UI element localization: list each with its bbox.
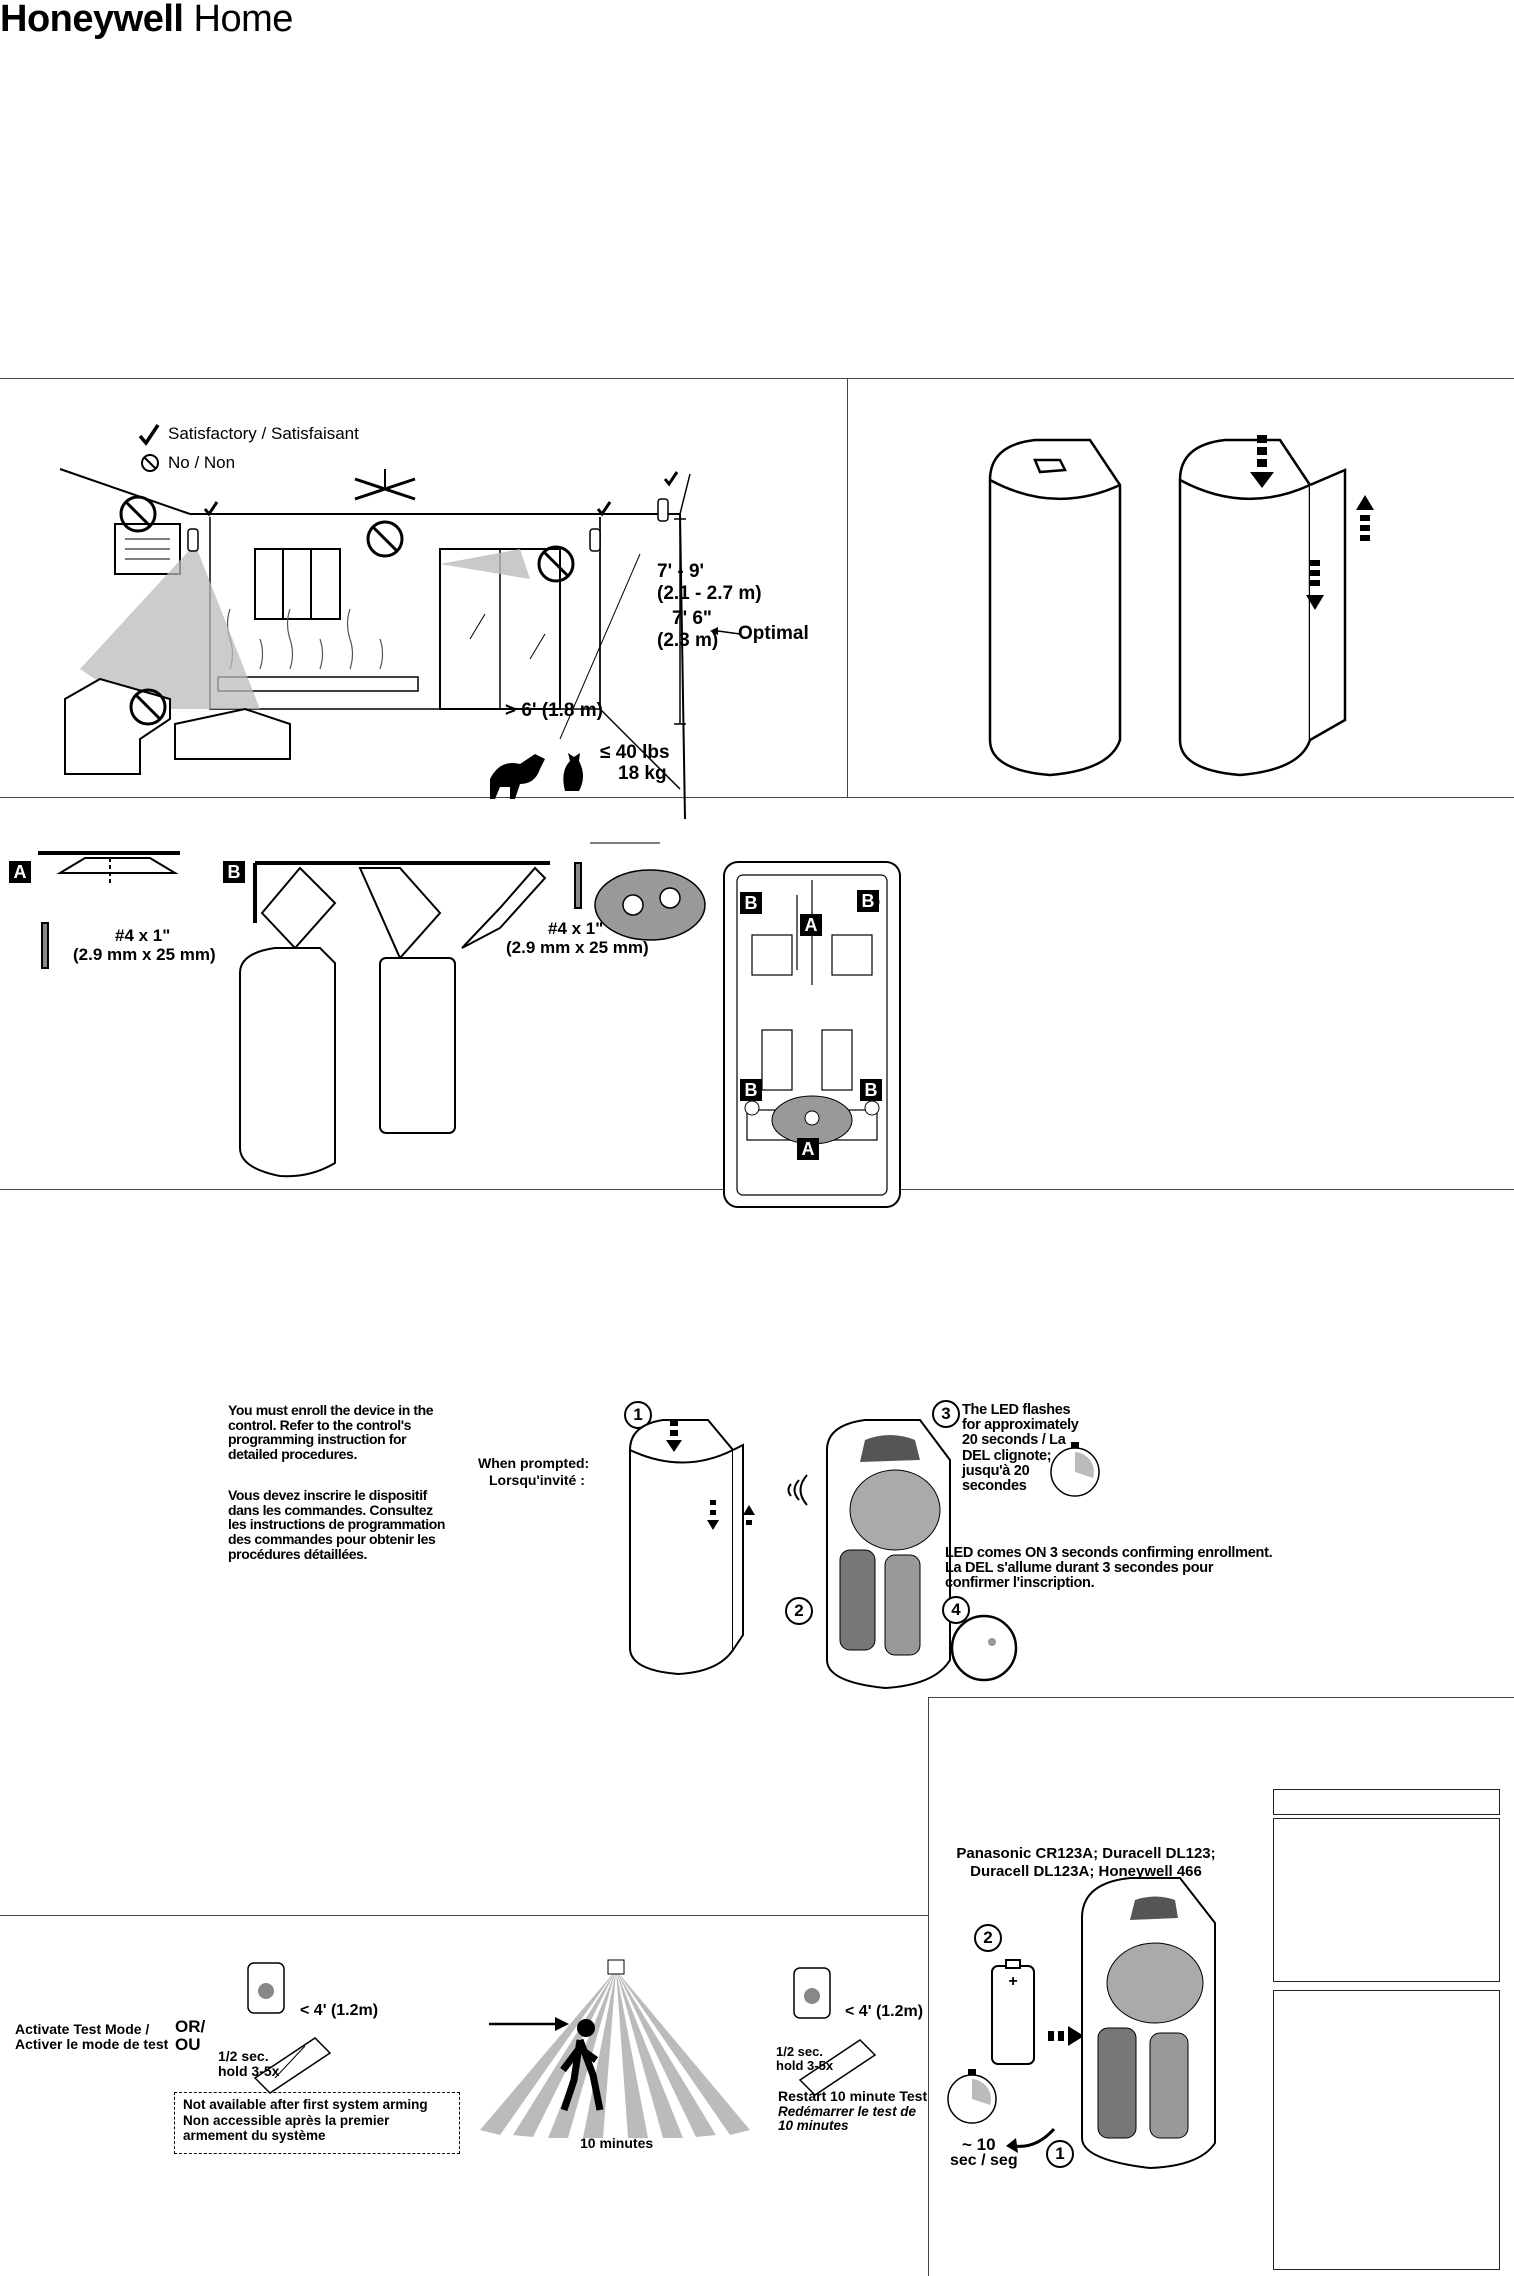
activate-test-text: Activate Test Mode / Activer le mode de … — [15, 2021, 169, 2052]
test-sensor-small-2 — [793, 1967, 831, 2019]
check-icon — [138, 424, 160, 446]
screw-b-size: #4 x 1" — [548, 919, 604, 938]
enroll-text-en: You must enroll the device in the contro… — [228, 1402, 434, 1463]
screw-b-mm: (2.9 mm x 25 mm) — [506, 938, 649, 957]
legend-ok-label: Satisfactory / Satisfaisant — [168, 424, 359, 443]
placement-diagram: Satisfactory / Satisfaisant No / Non 7' … — [0, 379, 847, 820]
battery-table-header — [1273, 1789, 1500, 1815]
timer-icon — [1050, 1442, 1100, 1497]
legend-no-label: No / Non — [168, 453, 236, 472]
screw-a-size: #4 x 1" — [115, 926, 171, 945]
battery-panel — [928, 1697, 1514, 2276]
mount-label-a: A — [9, 861, 31, 883]
plate-label-a1: A — [800, 914, 822, 936]
battery-types: Panasonic CR123A; Duracell DL123; Durace… — [956, 1845, 1216, 1880]
optimal-m: (2.3 m) — [657, 630, 719, 651]
screw-a-mm: (2.9 mm x 25 mm) — [73, 945, 216, 964]
battery-timer-icon — [947, 2069, 997, 2124]
battery-remove-arrow — [1006, 2127, 1056, 2153]
brand-light: Home — [193, 0, 294, 40]
walk-test-illustration — [480, 1959, 750, 2138]
battery-timer-unit: sec / seg — [950, 2152, 1018, 2169]
svg-text:+: + — [1008, 1973, 1017, 1990]
prompt-fr: Lorsqu'invité : — [489, 1472, 585, 1488]
divider-mid — [0, 797, 1514, 798]
led-flash-text: The LED flashes for approximately 20 sec… — [962, 1402, 1079, 1495]
optimal-ft: 7' 6" — [672, 608, 712, 629]
test-distance: < 4' (1.2m) — [300, 2002, 379, 2019]
divider-top — [0, 378, 1514, 379]
mount-diagram — [38, 842, 706, 1178]
enroll-step-4: 4 — [942, 1596, 970, 1624]
enroll-step-3: 3 — [932, 1400, 960, 1428]
test-hold-2: 1/2 sec. hold 3-5x — [776, 2044, 834, 2073]
magnet-tool-icon — [253, 2037, 332, 2094]
test-distance-2: < 4' (1.2m) — [845, 2003, 924, 2020]
battery-arrow — [1048, 2026, 1084, 2046]
test-duration: 10 minutes — [580, 2135, 654, 2151]
pet-weight: ≤ 40 lbs — [600, 742, 670, 763]
optimal-label: Optimal — [738, 623, 809, 644]
restart-en: Restart 10 minute Test — [778, 2088, 928, 2104]
plate-label-b4: B — [860, 1079, 882, 1101]
pet-weight-kg: 18 kg — [618, 763, 667, 784]
room-illustration — [59, 468, 741, 820]
height-range-m: (2.1 - 2.7 m) — [657, 583, 762, 604]
plate-label-b3: B — [740, 1079, 762, 1101]
divider-test — [0, 1915, 929, 1916]
no-symbol-icon — [141, 454, 159, 472]
test-note-box: Not available after first system arming … — [174, 2092, 460, 2154]
plate-label-b2: B — [857, 890, 879, 912]
test-sensor-small — [247, 1962, 285, 2014]
enroll-step-1: 1 — [624, 1401, 652, 1429]
arrow-to-walk — [489, 2017, 569, 2031]
led-on-text: LED comes ON 3 seconds confirming enroll… — [945, 1545, 1273, 1592]
height-range: 7' - 9' — [657, 561, 705, 582]
magnet-tool-icon-2 — [798, 2039, 877, 2096]
battery-step-1: 1 — [1046, 2140, 1074, 2168]
prompt-en: When prompted: — [478, 1455, 590, 1471]
test-note-text: Not available after first system arming … — [183, 2097, 428, 2144]
mount-label-b: B — [223, 861, 245, 883]
brand-bold: Honeywell — [0, 0, 184, 40]
sensor-cover-illustration — [988, 435, 1374, 777]
divider-vertical-top — [847, 378, 848, 798]
led-lens-icon — [950, 1614, 1018, 1682]
brand-logo: Honeywell Home — [0, 0, 293, 40]
enroll-cover-illustration — [629, 1419, 755, 1676]
battery-step-2: 2 — [974, 1924, 1002, 1952]
battery-cell-icon: + — [991, 1959, 1035, 2065]
enroll-open-sensor — [826, 1419, 951, 1690]
plate-label-a2: A — [797, 1138, 819, 1160]
enroll-step-2: 2 — [785, 1597, 813, 1625]
test-hold: 1/2 sec. hold 3-5x — [218, 2048, 280, 2079]
battery-table-box-2 — [1273, 1990, 1500, 2270]
battery-sensor-illustration — [1081, 1877, 1216, 2170]
battery-timer: ~ 10 — [962, 2135, 996, 2154]
pet-distance: > 6' (1.8 m) — [505, 700, 603, 721]
plate-label-b1: B — [740, 892, 762, 914]
enroll-text-fr: Vous devez inscrire le dispositif dans l… — [228, 1487, 446, 1562]
battery-table-box-1 — [1273, 1818, 1500, 1982]
signal-icon — [787, 1474, 808, 1506]
or-label: OR/ OU — [175, 2017, 206, 2054]
restart-fr: Redémarrer le test de 10 minutes — [778, 2104, 917, 2134]
